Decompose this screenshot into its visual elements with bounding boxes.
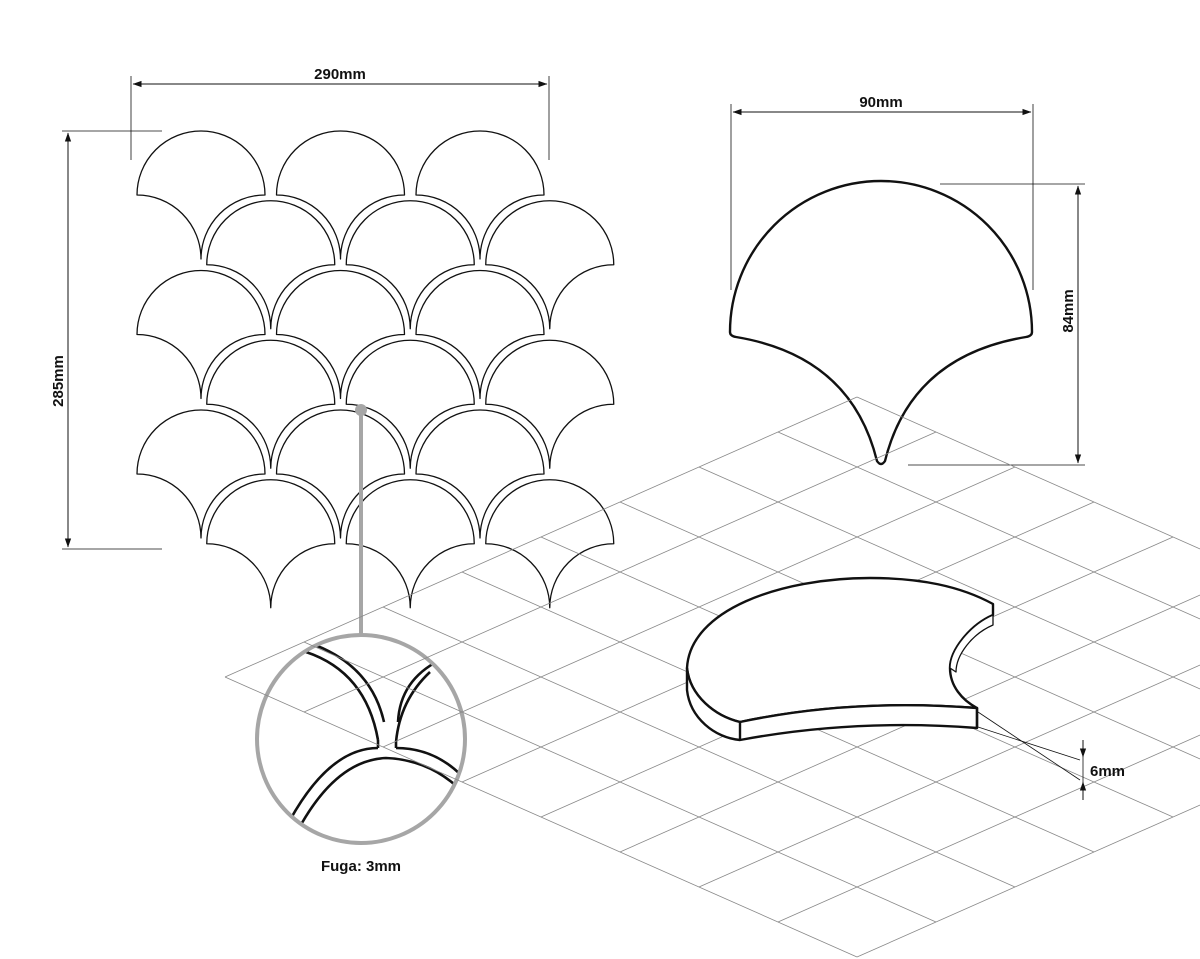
panel-tile <box>415 130 545 260</box>
panel-tile <box>485 200 615 330</box>
single-tile-drawing: 90mm 84mm <box>728 94 1085 466</box>
zoom-tile-edge <box>299 638 386 723</box>
panel-tile <box>345 200 475 330</box>
panel-tile <box>136 409 266 539</box>
panel-tile <box>275 409 406 539</box>
panel-tile <box>275 269 406 400</box>
grid-line <box>698 664 1200 888</box>
panel-tile <box>345 339 475 469</box>
isometric-tile-top <box>685 576 995 724</box>
panel-tile <box>206 479 336 609</box>
panel-tile <box>275 130 406 260</box>
joint-detail-callout: Fuga: 3mm <box>255 404 467 875</box>
panel-tile <box>206 200 336 330</box>
panel-width-label: 290mm <box>314 66 366 83</box>
zoom-tile-edge <box>396 658 441 723</box>
grid-line <box>698 466 1200 690</box>
panel-tile <box>415 409 545 539</box>
isometric-tile <box>685 576 995 742</box>
thickness-label: 6mm <box>1090 763 1125 780</box>
panel-tile <box>485 479 615 609</box>
panel-tile <box>485 339 615 469</box>
grid-line <box>777 734 1200 923</box>
panel-tile <box>136 269 266 400</box>
grid-line <box>856 804 1200 958</box>
zoom-tile-edge <box>305 650 380 741</box>
panel-height-dimension: 285mm <box>50 130 162 550</box>
zoom-tile-edge <box>394 671 431 743</box>
panel-height-label: 285mm <box>50 355 67 407</box>
panel-tile <box>415 269 545 400</box>
zoom-tile-edge <box>296 756 465 831</box>
grid-line <box>856 396 1200 550</box>
panel-tile <box>206 339 336 469</box>
mosaic-panel <box>136 130 615 609</box>
tile-width-label: 90mm <box>859 94 902 111</box>
panel-tile <box>345 479 475 609</box>
panel-width-dimension: 290mm <box>130 66 550 160</box>
isometric-tile-drawing: 6mm <box>224 396 1200 958</box>
panel-tile <box>136 130 266 260</box>
joint-width-label: Fuga: 3mm <box>321 858 401 875</box>
zoom-tile-edge <box>288 746 379 821</box>
grid-line <box>777 431 1200 620</box>
tile-height-label: 84mm <box>1060 289 1077 332</box>
isometric-tile-inner-side <box>949 603 994 673</box>
